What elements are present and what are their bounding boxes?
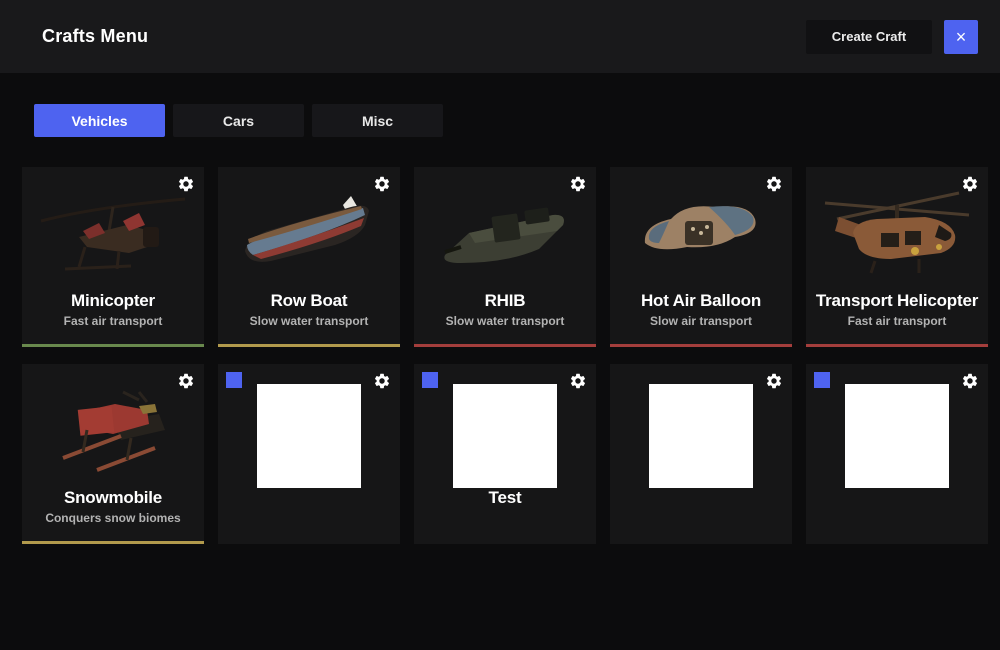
craft-title: Transport Helicopter <box>815 291 979 310</box>
status-underline <box>218 344 400 347</box>
header-bar: Crafts Menu Create Craft × <box>0 0 1000 73</box>
close-icon: × <box>955 26 967 47</box>
craft-image-region <box>218 364 400 488</box>
craft-subtitle: Slow air transport <box>649 314 753 328</box>
craft-title: Minicopter <box>71 291 155 310</box>
gear-icon[interactable] <box>569 371 589 391</box>
craft-image-region <box>414 364 596 488</box>
tab-vehicles[interactable]: Vehicles <box>34 104 165 137</box>
craft-card-transport-helicopter[interactable]: Transport Helicopter Fast air transport <box>806 167 988 347</box>
tab-misc[interactable]: Misc <box>312 104 443 137</box>
tab-cars[interactable]: Cars <box>173 104 304 137</box>
page-title: Crafts Menu <box>42 26 149 46</box>
craft-image-region <box>610 364 792 488</box>
create-craft-button[interactable]: Create Craft <box>806 19 932 54</box>
gear-icon[interactable] <box>373 371 393 391</box>
close-button[interactable]: × <box>944 19 978 54</box>
status-underline <box>22 541 204 544</box>
craft-card-empty-8[interactable] <box>610 364 792 544</box>
craft-image-region <box>218 167 400 291</box>
craft-title: Snowmobile <box>63 488 163 507</box>
craft-subtitle: Fast air transport <box>847 314 947 328</box>
status-underline <box>414 344 596 347</box>
craft-title: Test <box>488 488 522 507</box>
craft-subtitle: Slow water transport <box>249 314 369 328</box>
gear-icon[interactable] <box>177 174 197 194</box>
placeholder-image <box>257 384 361 488</box>
gear-icon[interactable] <box>765 174 785 194</box>
minicopter-image <box>35 181 191 285</box>
placeholder-image <box>845 384 949 488</box>
craft-card-empty-9[interactable] <box>806 364 988 544</box>
gear-icon[interactable] <box>765 371 785 391</box>
craft-card-hot-air-balloon[interactable]: Hot Air Balloon Slow air transport <box>610 167 792 347</box>
balloon-image <box>623 181 779 285</box>
rhib-image <box>427 181 583 285</box>
gear-icon[interactable] <box>373 174 393 194</box>
craft-subtitle: Slow water transport <box>445 314 565 328</box>
gear-icon[interactable] <box>961 371 981 391</box>
snowmobile-image <box>35 378 191 482</box>
craft-card-empty-6[interactable] <box>218 364 400 544</box>
rowboat-image <box>231 181 387 285</box>
placeholder-image <box>649 384 753 488</box>
craft-card-rhib[interactable]: RHIB Slow water transport <box>414 167 596 347</box>
selected-marker <box>422 372 438 388</box>
craft-title: Row Boat <box>270 291 348 310</box>
selected-marker <box>226 372 242 388</box>
craft-title: Hot Air Balloon <box>640 291 762 310</box>
craft-image-region <box>610 167 792 291</box>
gear-icon[interactable] <box>961 174 981 194</box>
category-tabs: Vehicles Cars Misc <box>34 104 1000 137</box>
craft-card-snowmobile[interactable]: Snowmobile Conquers snow biomes <box>22 364 204 544</box>
placeholder-image <box>453 384 557 488</box>
craft-image-region <box>806 364 988 488</box>
craft-image-region <box>22 364 204 488</box>
transport-image <box>819 181 975 285</box>
craft-image-region <box>414 167 596 291</box>
craft-image-region <box>806 167 988 291</box>
craft-title: RHIB <box>484 291 526 310</box>
status-underline <box>22 344 204 347</box>
gear-icon[interactable] <box>177 371 197 391</box>
craft-card-row-boat[interactable]: Row Boat Slow water transport <box>218 167 400 347</box>
craft-subtitle: Conquers snow biomes <box>45 511 181 525</box>
header-actions: Create Craft × <box>806 19 978 54</box>
selected-marker <box>814 372 830 388</box>
craft-image-region <box>22 167 204 291</box>
gear-icon[interactable] <box>569 174 589 194</box>
craft-card-test[interactable]: Test <box>414 364 596 544</box>
craft-subtitle: Fast air transport <box>63 314 163 328</box>
status-underline <box>806 344 988 347</box>
crafts-grid: Minicopter Fast air transport Row Boat S… <box>22 167 988 544</box>
status-underline <box>610 344 792 347</box>
craft-card-minicopter[interactable]: Minicopter Fast air transport <box>22 167 204 347</box>
